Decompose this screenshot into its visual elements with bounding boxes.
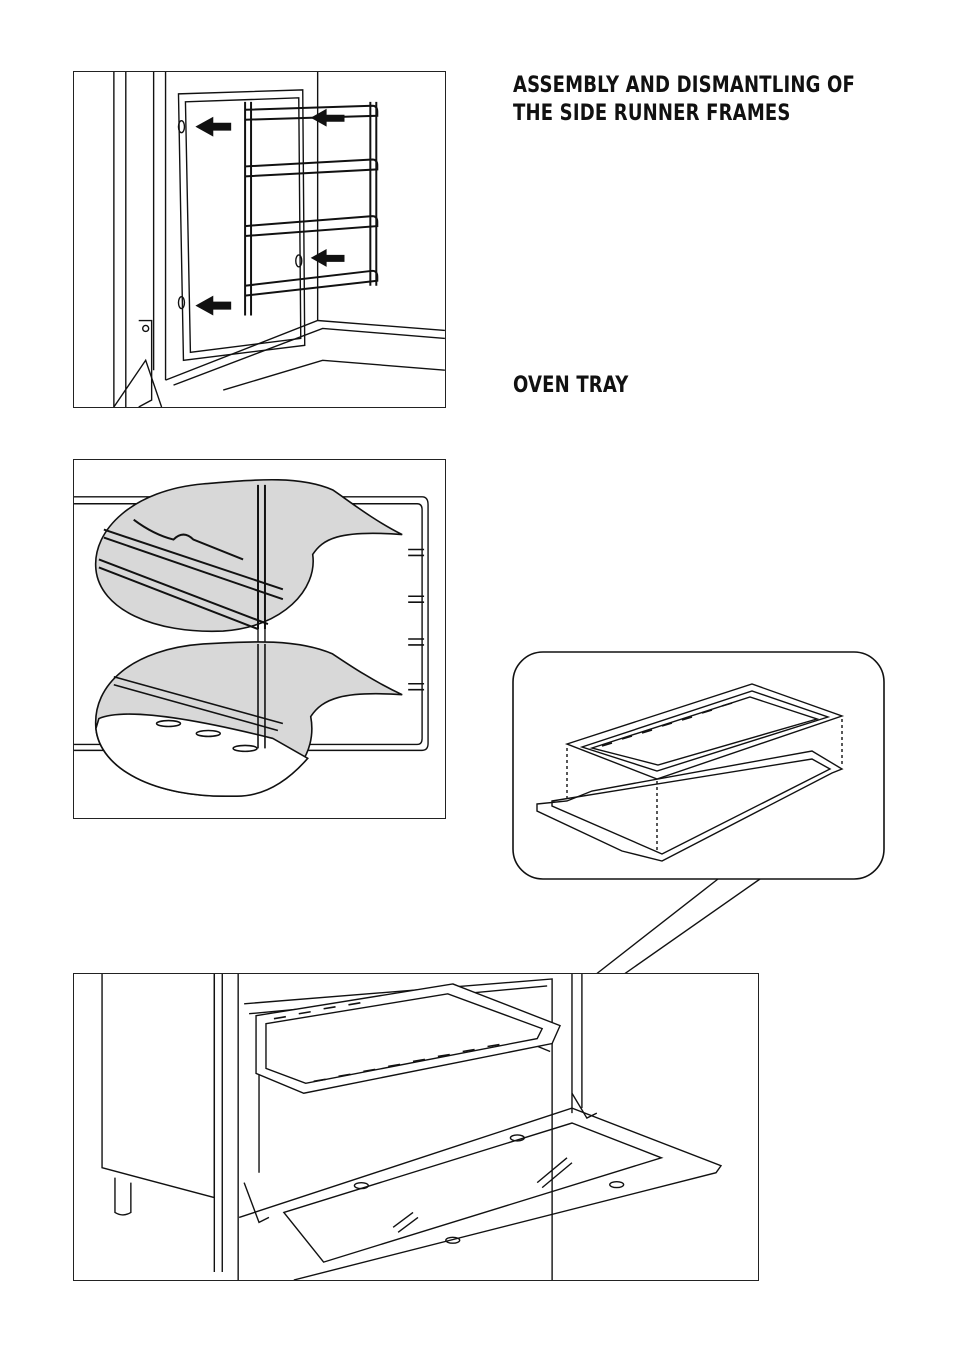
section-title-side-runner: ASSEMBLY AND DISMANTLING OF THE SIDE RUN…	[513, 73, 855, 126]
figure-runner-detail	[73, 459, 446, 819]
figure-oven-tray-detail	[512, 651, 885, 881]
side-runner-frame-illustration	[113, 72, 445, 407]
runner-detail-illustration	[74, 478, 429, 797]
section-title-oven-tray: OVEN TRAY	[513, 373, 629, 398]
figure-side-runner-frames	[73, 71, 446, 408]
oven-tray-detail-illustration	[512, 651, 885, 880]
figure-open-oven	[73, 973, 759, 1281]
open-oven-with-tray-illustration	[101, 974, 723, 1280]
